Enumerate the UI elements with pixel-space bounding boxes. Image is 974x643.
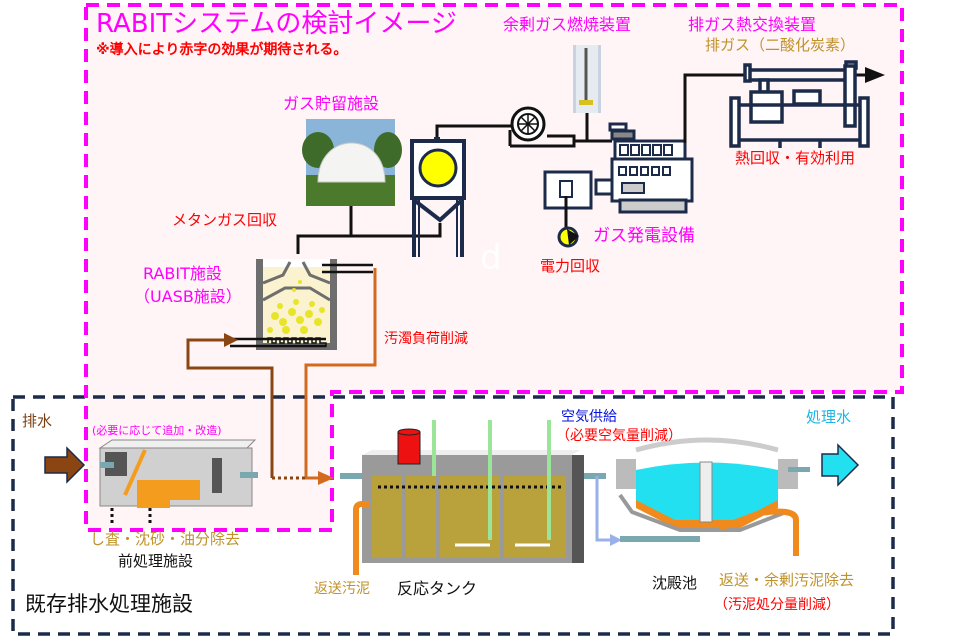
rabit-area-fill bbox=[86, 5, 902, 530]
rabit-effect-note: ※導入により赤字の効果が期待される。 bbox=[96, 42, 348, 58]
treated-water-arrow bbox=[821, 443, 860, 487]
electric-generator bbox=[543, 170, 614, 210]
label-screenings-removal: し査・沈砂・油分除去 bbox=[90, 530, 241, 548]
label-wastewater-in: 排水 bbox=[22, 412, 53, 430]
existing-facility-border bbox=[11, 395, 895, 636]
label-reaction-tank: 反応タンク bbox=[397, 579, 478, 598]
label-heat-recovery: 熱回収・有効利用 bbox=[735, 149, 856, 167]
label-power-recovery: 電力回収 bbox=[540, 257, 601, 275]
label-surplus-gas-burner: 余剰ガス燃焼装置 bbox=[503, 15, 632, 34]
pretreatment-unit bbox=[98, 439, 258, 525]
rabit-system-title: RABITシステムの検討イメージ bbox=[96, 9, 457, 39]
heat-exchanger bbox=[729, 60, 870, 148]
label-methane-recovery: メタンガス回収 bbox=[172, 211, 278, 229]
label-exhaust-gas: 排ガス（二酸化炭素） bbox=[705, 36, 856, 54]
flare-stack-photo bbox=[573, 45, 601, 113]
label-sedimentation-tank: 沈殿池 bbox=[652, 574, 698, 592]
existing-facility-title: 既存排水処理施設 bbox=[25, 592, 193, 616]
reaction-tank bbox=[340, 420, 606, 563]
return-sludge-pipe bbox=[353, 501, 370, 575]
rabit-area-border bbox=[84, 3, 904, 532]
gas-engine bbox=[608, 122, 694, 214]
label-add-modify-note: (必要に応じて追加・改造) bbox=[92, 424, 222, 437]
label-sludge-reduction: （汚泥処分量削減） bbox=[714, 597, 840, 613]
label-return-sludge: 返送汚泥 bbox=[314, 581, 370, 597]
sedimentation-tank bbox=[616, 437, 810, 532]
label-sludge-removal: 返送・余剰汚泥除去 bbox=[719, 571, 855, 589]
inflow-to-rabit-line bbox=[186, 338, 274, 478]
wastewater-inflow-arrow bbox=[44, 446, 86, 484]
uasb-reactor bbox=[256, 259, 337, 350]
outflow-from-rabit-line bbox=[304, 268, 377, 480]
label-air-reduction: （必要空気量削減） bbox=[556, 428, 682, 444]
label-exhaust-heat-exchanger: 排ガス熱交換装置 bbox=[688, 15, 817, 34]
gas-storage-photo bbox=[302, 119, 402, 206]
label-treated-water: 処理水 bbox=[806, 408, 852, 426]
label-pretreatment: 前処理施設 bbox=[118, 552, 194, 570]
label-rabit-facility: RABIT施設 bbox=[143, 264, 222, 283]
label-pollution-load-reduction: 汚濁負荷削減 bbox=[384, 331, 468, 347]
watermark-letter: d bbox=[480, 238, 502, 278]
label-gas-generator: ガス発電設備 bbox=[593, 226, 695, 246]
excess-sludge-pipe bbox=[718, 508, 799, 556]
exhaust-arrow bbox=[865, 67, 885, 83]
label-air-supply: 空気供給 bbox=[561, 409, 617, 425]
label-gas-storage: ガス貯留施設 bbox=[283, 94, 380, 113]
label-uasb-facility: （UASB施設） bbox=[134, 287, 242, 306]
